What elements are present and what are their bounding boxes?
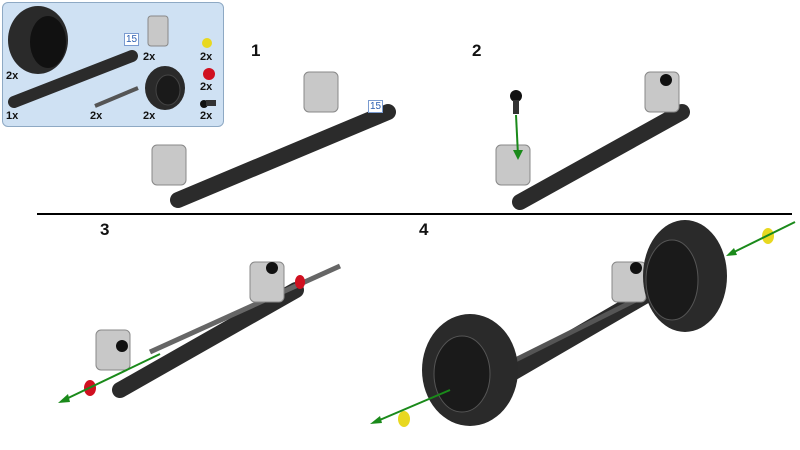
step-3-assembly [58,261,342,403]
qty-yellow-bush: 2x [200,51,213,63]
beam-length-badge: 15 [124,33,140,46]
red-bush-part [203,68,215,80]
qty-axle: 2x [90,110,103,122]
step-1-number: 1 [251,41,261,60]
qty-beam: 1x [6,110,19,122]
axle-part [94,86,139,108]
qty-tire: 2x [6,70,19,82]
pin-connector-part [147,15,169,47]
step-1-assembly [151,71,396,208]
black-pin-part [200,100,216,108]
beam-part [8,50,138,108]
step-1-beam-length-badge: 15 [368,100,384,113]
step-3-number: 3 [100,220,110,239]
step-2-assembly [495,71,690,210]
step-2-number: 2 [472,41,482,60]
qty-rim: 2x [143,110,156,122]
qty-pin-connector: 2x [143,51,156,63]
qty-red-bush: 2x [200,81,213,93]
qty-black-pin: 2x [200,110,213,122]
step-4-assembly [370,220,796,427]
yellow-bush-part [202,38,212,48]
rim-part [145,66,185,110]
tire-part [8,6,68,74]
step-4-number: 4 [419,220,429,239]
